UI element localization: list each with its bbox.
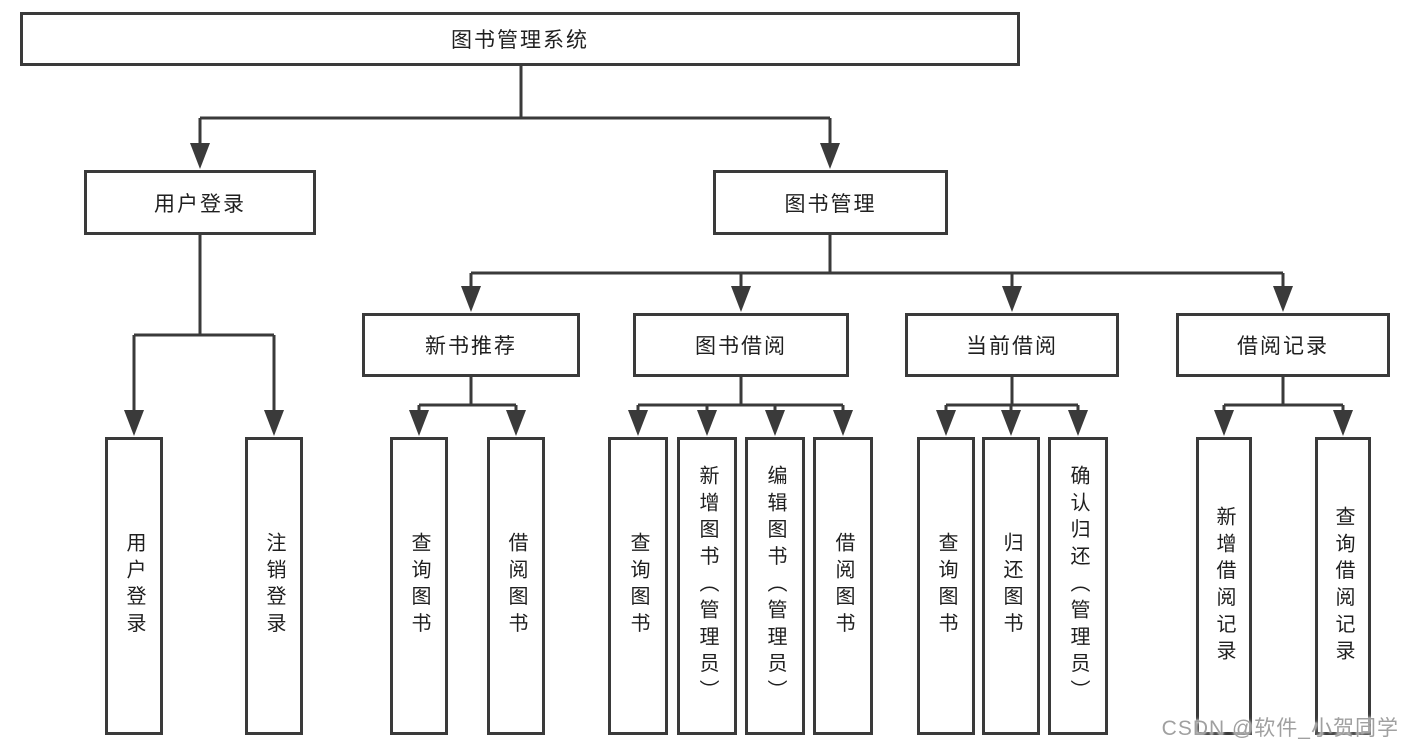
leaf-query-borrow-record: 查询借阅记录 [1315,437,1371,735]
csdn-watermark: CSDN @软件_小贺同学 [1161,717,1399,740]
leaf-query-books-borrow: 查询图书 [608,437,668,735]
leaf-label: 查询图书 [627,532,649,640]
node-label: 图书管理 [784,192,877,216]
node-label: 图书管理系统 [451,29,589,52]
leaf-label: 新增借阅记录 [1213,505,1235,667]
leaf-label: 确认归还（管理员） [1067,465,1089,707]
node-label: 新书推荐 [425,335,517,358]
leaf-label: 查询图书 [935,532,957,640]
leaf-logout-login: 注销登录 [245,437,303,735]
leaf-edit-books-admin: 编辑图书（管理员） [745,437,805,735]
leaf-confirm-return-admin: 确认归还（管理员） [1048,437,1108,735]
node-label: 图书借阅 [695,335,787,358]
leaf-label: 归还图书 [1000,532,1022,640]
arrowheads [124,143,1353,436]
leaf-borrow-books-recommend: 借阅图书 [487,437,545,735]
leaf-add-borrow-record: 新增借阅记录 [1196,437,1252,735]
leaf-label: 查询图书 [408,532,430,640]
leaf-add-books-admin: 新增图书（管理员） [677,437,737,735]
node-book-borrow: 图书借阅 [633,313,849,377]
node-book-management: 图书管理 [713,170,948,235]
node-borrow-records: 借阅记录 [1176,313,1390,377]
node-user-login: 用户登录 [84,170,316,235]
node-current-borrow: 当前借阅 [905,313,1119,377]
node-label: 借阅记录 [1237,335,1329,358]
leaf-label: 注销登录 [263,532,285,640]
leaf-label: 借阅图书 [505,532,527,640]
leaf-borrow-books: 借阅图书 [813,437,873,735]
node-library-management-system: 图书管理系统 [20,12,1020,66]
leaf-query-books-current: 查询图书 [917,437,975,735]
leaf-user-login: 用户登录 [105,437,163,735]
leaf-label: 用户登录 [123,532,145,640]
leaf-return-books: 归还图书 [982,437,1040,735]
node-label: 用户登录 [154,192,246,216]
node-new-book-recommend: 新书推荐 [362,313,580,377]
node-label: 当前借阅 [966,335,1058,358]
leaf-label: 新增图书（管理员） [696,465,718,707]
leaf-label: 借阅图书 [832,532,854,640]
leaf-query-books-recommend: 查询图书 [390,437,448,735]
leaf-label: 编辑图书（管理员） [764,465,786,707]
leaf-label: 查询借阅记录 [1332,505,1354,667]
